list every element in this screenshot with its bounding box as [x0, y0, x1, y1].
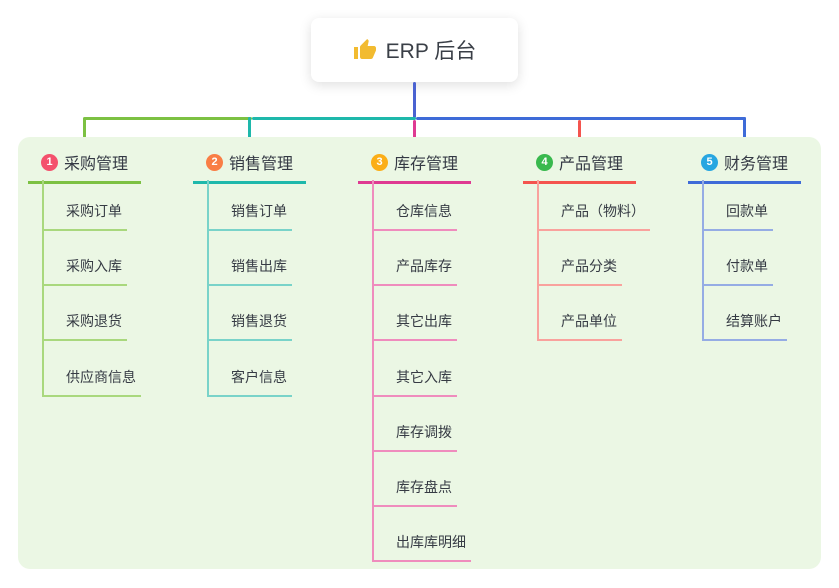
leaf-node[interactable]: 付款单	[702, 258, 773, 286]
branch-label: 产品管理	[559, 156, 624, 173]
branch-inventory: 3 库存管理 仓库信息产品库存其它出库其它入库库存调拨库存盘点出库库明细	[358, 137, 518, 569]
leaf-node[interactable]: 销售退货	[207, 313, 292, 341]
branch-children-connector	[537, 180, 539, 342]
branch-children-connector	[702, 180, 704, 342]
branch-connector-middle	[252, 117, 416, 120]
branch-node-purchase[interactable]: 1 采购管理	[28, 150, 141, 184]
leaf-node[interactable]: 库存盘点	[372, 479, 457, 507]
leaf-node[interactable]: 采购退货	[42, 313, 127, 341]
branch-node-sales[interactable]: 2 销售管理	[193, 150, 306, 184]
root-label: ERP 后台	[385, 40, 477, 63]
leaf-node[interactable]: 库存调拨	[372, 424, 457, 452]
leaf-node[interactable]: 出库库明细	[372, 534, 471, 562]
branch-purchase: 1 采购管理 采购订单采购入库采购退货供应商信息	[28, 137, 188, 569]
leaf-node[interactable]: 回款单	[702, 203, 773, 231]
branch-label: 销售管理	[229, 156, 294, 173]
branch-number-badge: 2	[206, 153, 223, 171]
leaf-node[interactable]: 销售订单	[207, 203, 292, 231]
branch-node-product[interactable]: 4 产品管理	[523, 150, 636, 184]
leaf-node[interactable]: 采购订单	[42, 203, 127, 231]
leaf-node[interactable]: 仓库信息	[372, 203, 457, 231]
branch-sales: 2 销售管理 销售订单销售出库销售退货客户信息	[193, 137, 353, 569]
branch-label: 库存管理	[394, 156, 459, 173]
leaf-node[interactable]: 产品（物料）	[537, 203, 650, 231]
thumbs-up-path	[353, 39, 376, 59]
leaf-node[interactable]: 产品单位	[537, 313, 622, 341]
thumbs-up-icon	[353, 39, 376, 59]
branch-label: 财务管理	[724, 156, 789, 173]
leaf-node[interactable]: 采购入库	[42, 258, 127, 286]
branch-drop-line-5	[743, 117, 746, 144]
branch-node-finance[interactable]: 5 财务管理	[688, 150, 801, 184]
branch-connector-right	[416, 117, 746, 120]
branch-drop-line-1	[83, 117, 86, 144]
branch-label: 采购管理	[64, 156, 129, 173]
root-node[interactable]: ERP 后台	[311, 18, 518, 82]
branch-finance: 5 财务管理 回款单付款单结算账户	[688, 137, 839, 569]
branch-connector-left	[84, 117, 252, 120]
branches-panel	[18, 137, 821, 569]
branch-number-badge: 3	[371, 153, 388, 171]
leaf-node[interactable]: 其它入库	[372, 369, 457, 397]
leaf-node[interactable]: 产品库存	[372, 258, 457, 286]
leaf-node[interactable]: 结算账户	[702, 313, 787, 341]
branch-number-badge: 1	[41, 153, 58, 171]
branch-product: 4 产品管理 产品（物料） 产品分类产品单位	[523, 137, 683, 569]
leaf-node[interactable]: 其它出库	[372, 313, 457, 341]
branch-drop-line-3	[413, 120, 416, 144]
branch-node-inventory[interactable]: 3 库存管理	[358, 150, 471, 184]
leaf-node[interactable]: 产品分类	[537, 258, 622, 286]
branch-number-badge: 4	[536, 153, 553, 171]
leaf-node[interactable]: 销售出库	[207, 258, 292, 286]
branch-children-connector	[372, 180, 374, 563]
root-connector-line	[413, 82, 416, 118]
leaf-node[interactable]: 供应商信息	[42, 369, 141, 397]
branch-number-badge: 5	[701, 153, 718, 171]
branch-drop-line-4	[578, 120, 581, 144]
branch-children-connector	[207, 180, 209, 397]
leaf-node[interactable]: 客户信息	[207, 369, 292, 397]
branch-children-connector	[42, 180, 44, 397]
branch-drop-line-2	[248, 117, 251, 144]
